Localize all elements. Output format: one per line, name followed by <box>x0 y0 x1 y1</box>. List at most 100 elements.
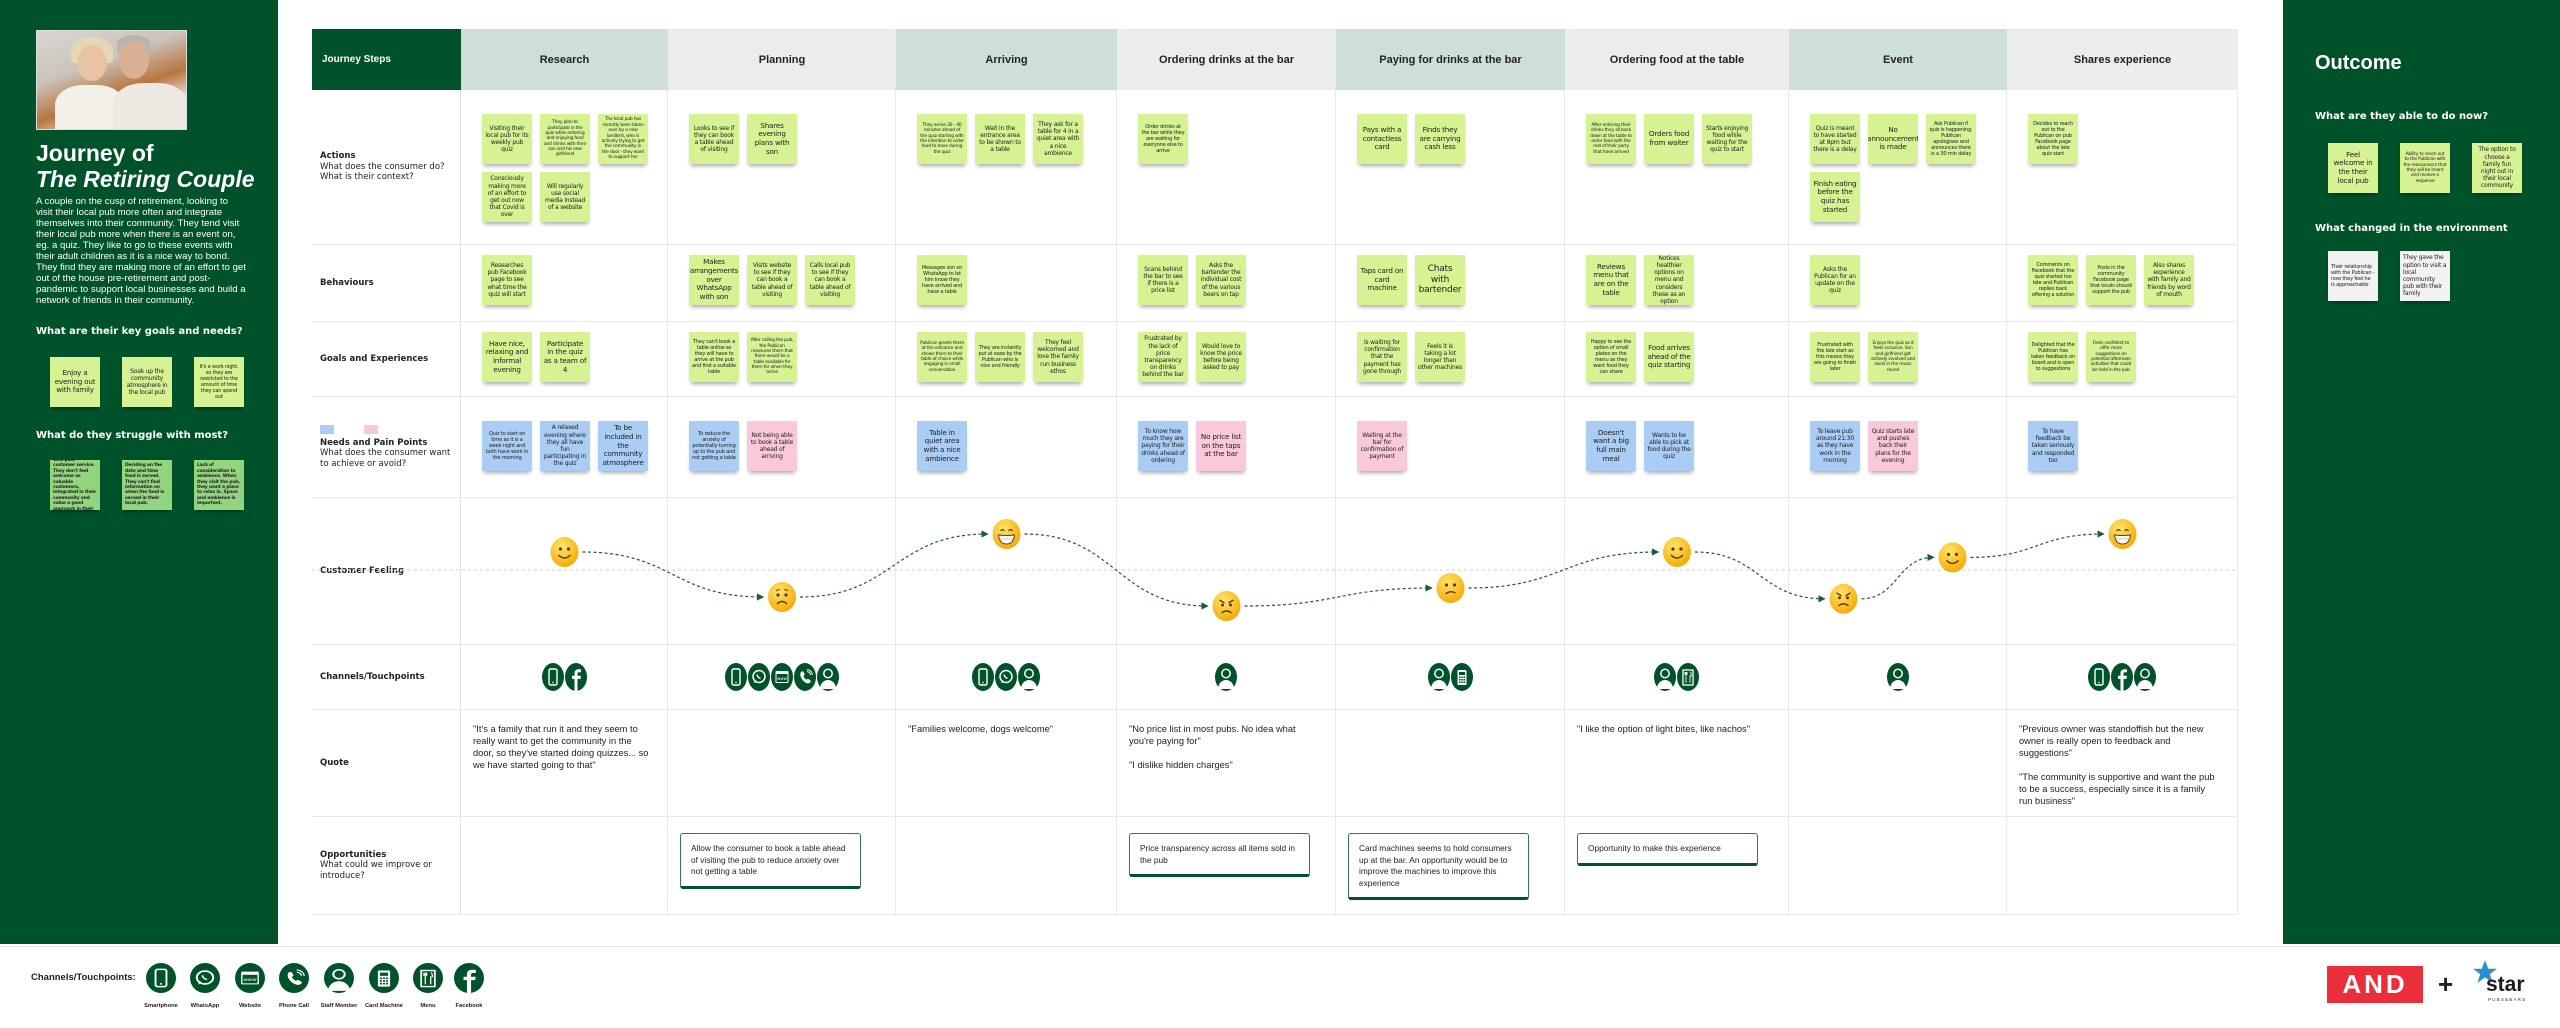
quote-text: "Previous owner was standoffish but the … <box>2019 724 2215 806</box>
quote-text: "I like the option of light bites, like … <box>1577 724 1751 734</box>
need-sticky: To be included in the community atmosphe… <box>598 421 648 471</box>
legend-item-phone-call: Phone Call <box>264 963 324 1009</box>
legend-label: Phone Call <box>279 1003 309 1009</box>
row-label-subtitle: What could we improve or introduce? <box>320 860 432 881</box>
step-header-4[interactable]: Paying for drinks at the bar <box>1336 29 1565 90</box>
behaviour-sticky: Messages son on WhatsApp to let him know… <box>917 255 967 305</box>
step-header-1[interactable]: Planning <box>668 29 896 90</box>
whatsapp-icon <box>995 663 1017 691</box>
needs-cell: To reduce the anxiety of potentially tur… <box>668 397 896 498</box>
step-header-0[interactable]: Research <box>461 29 668 90</box>
outcome-sticky: Ability to reach out to the Publican wit… <box>2400 143 2450 193</box>
smartphone-icon <box>724 663 747 691</box>
struggle-sticky: Deciding on the date and time food is se… <box>122 460 172 510</box>
needs-pains-legend <box>320 424 460 434</box>
pain-point-sticky: Waiting at the bar for confirmation of p… <box>1357 421 1407 471</box>
legend-label: Staff Member <box>320 1003 358 1009</box>
plus-sign: + <box>2438 969 2454 999</box>
outcome-sticky: The option to choose a family fun night … <box>2472 143 2522 193</box>
able-heading: What are they able to do now? <box>2315 111 2489 122</box>
goals-cell: Delighted that the Publican has taken fe… <box>2007 322 2238 397</box>
action-sticky: Order drinks at the bar while they are w… <box>1138 114 1188 164</box>
channels-cell: www <box>668 645 896 710</box>
behaviour-sticky: Asks the bartender the individual cost o… <box>1196 255 1246 305</box>
step-header-2[interactable]: Arriving <box>896 29 1117 90</box>
feeling-cell <box>1117 498 1336 645</box>
goal-sticky: Frustrated by the lack of price transpar… <box>1138 332 1188 382</box>
changed-heading: What changed in the environment <box>2315 223 2508 234</box>
step-header-3[interactable]: Ordering drinks at the bar <box>1117 29 1336 90</box>
row-label-title: Actions <box>320 151 356 162</box>
whatsapp-icon <box>190 963 220 993</box>
goal-sticky: Publican greets them at the entrance and… <box>917 332 967 382</box>
goal-sticky: Delighted that the Publican has taken fe… <box>2028 332 2078 382</box>
star-wordmark: star <box>2486 973 2525 996</box>
behaviour-sticky: Chats with bartender <box>1415 255 1465 305</box>
smartphone-icon <box>972 663 994 691</box>
opportunity-card[interactable]: Card machines seems to hold consumers up… <box>1348 833 1529 900</box>
step-header-5[interactable]: Ordering food at the table <box>1565 29 1789 90</box>
legend-label: Card Machine <box>364 1003 403 1009</box>
legend-title: Channels/Touchpoints: <box>31 972 136 983</box>
action-sticky: After ordering their drinks they sit bac… <box>1586 114 1636 164</box>
legend-label: Facebook <box>455 1003 483 1009</box>
outcome-changed: Their relationship with the Publican - n… <box>2328 251 2450 301</box>
behaviours-cell: Asks the Publican for an update on the q… <box>1789 245 2007 322</box>
step-header-6[interactable]: Event <box>1789 29 2007 90</box>
action-sticky: Ask Publican if quiz is happening. Publi… <box>1926 114 1976 164</box>
quote-text: "Families welcome, dogs welcome" <box>908 724 1054 734</box>
title-line-2: The Retiring Couple <box>36 166 255 192</box>
channels-cell <box>896 645 1117 710</box>
actions-cell: Decides to reach out to the Publican on … <box>2007 90 2238 245</box>
opportunity-card[interactable]: Price transparency across all items sold… <box>1129 833 1310 877</box>
and-logo: AND <box>2327 966 2423 1003</box>
action-sticky: The local pub has recently been taken ov… <box>598 114 648 164</box>
row-label-title: Opportunities <box>320 849 387 860</box>
row-label-title: Needs and Pain Points <box>320 437 428 448</box>
channels-cell <box>1789 645 2007 710</box>
need-sticky: To leave pub around 21:30 as they have w… <box>1810 421 1860 471</box>
persona-photo <box>36 30 187 130</box>
star-icon <box>2473 960 2497 983</box>
legend-label: Website <box>238 1003 262 1009</box>
menu-icon <box>413 963 443 993</box>
outcome-title: Outcome <box>2315 52 2402 74</box>
staff-member-icon <box>816 663 839 691</box>
struggles-heading: What do they struggle with most? <box>36 430 229 441</box>
step-header-7[interactable]: Shares experience <box>2007 29 2238 90</box>
opportunity-card[interactable]: Opportunity to make this experience <box>1577 833 1758 866</box>
channels-cell <box>2007 645 2238 710</box>
needs-cell: Waiting at the bar for confirmation of p… <box>1336 397 1565 498</box>
quote-cell: "I like the option of light bites, like … <box>1565 710 1789 817</box>
opportunity-cell <box>1789 817 2007 915</box>
need-sticky: Quiz to start on time as it is a week ni… <box>482 421 532 471</box>
row-label-channels: Channels/Touchpoints <box>312 645 461 710</box>
outcome-panel: Outcome What are they able to do now? Fe… <box>2283 0 2560 944</box>
need-sticky: Doesn't want a big full main meal <box>1586 421 1636 471</box>
card-machine-icon <box>369 963 399 993</box>
legend-item-staff-member: Staff Member <box>309 963 369 1009</box>
card-machine-icon <box>1450 663 1473 691</box>
struggle-sticky: Bad experiences with poor customer servi… <box>50 460 100 510</box>
behaviours-cell: Comments on Facebook that the quiz start… <box>2007 245 2238 322</box>
opportunity-cell <box>896 817 1117 915</box>
behaviour-sticky: Notices healthier options on menu and co… <box>1644 255 1694 305</box>
quote-text: "No price list in most pubs. No idea wha… <box>1129 724 1296 770</box>
goal-sticky: Frustrated with the late start as this m… <box>1810 332 1860 382</box>
quote-cell <box>668 710 896 817</box>
staff-member-icon <box>1018 663 1040 691</box>
action-sticky: They plan to participate in the quiz whi… <box>540 114 590 164</box>
goals-cell: Have nice, relaxing and informal evening… <box>461 322 668 397</box>
facebook-icon <box>564 663 587 691</box>
row-label-title: Behaviours <box>320 277 374 288</box>
staff-member-icon <box>1886 663 1909 691</box>
staff-member-icon <box>2134 663 2156 691</box>
feeling-cell <box>1789 498 2007 645</box>
need-sticky: A relaxed evening where they all have fu… <box>540 421 590 471</box>
opportunity-card[interactable]: Allow the consumer to book a table ahead… <box>680 833 861 889</box>
behaviour-sticky: Calls local pub to see if they can book … <box>805 255 855 305</box>
